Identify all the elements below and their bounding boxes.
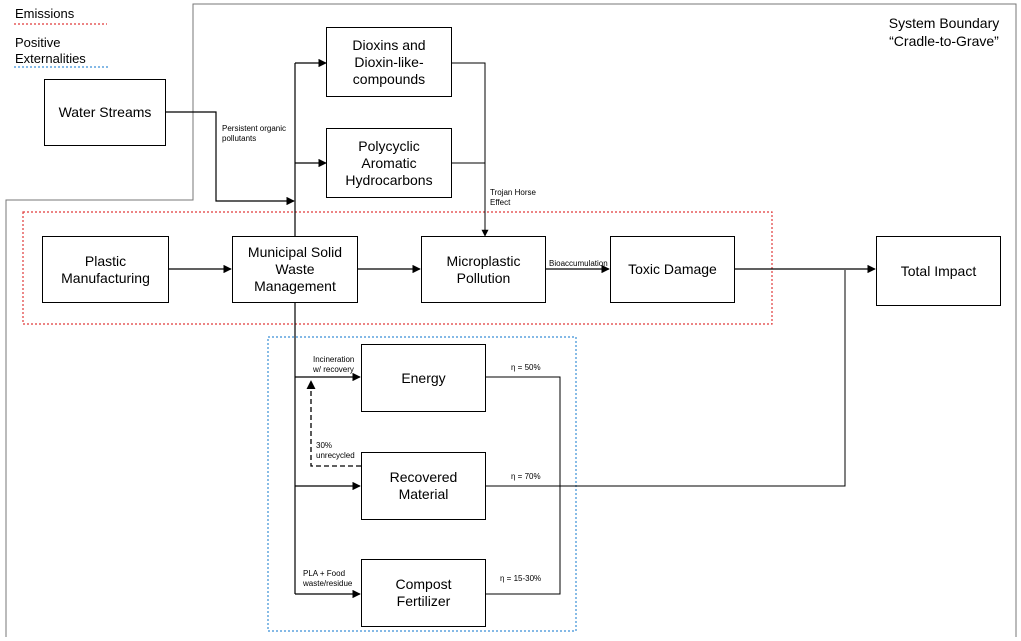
pla-food-label: PLA + Food waste/residue — [303, 569, 353, 588]
plastic-manufacturing-label: Plastic Manufacturing — [61, 252, 150, 286]
emissions-legend-label: Emissions — [15, 6, 75, 21]
dioxins-label: Dioxins and Dioxin-like- compounds — [352, 36, 426, 87]
unrecycled-loop-arrow — [306, 380, 361, 467]
msw-management-box: Municipal Solid Waste Management — [232, 236, 358, 303]
recovered-to-total-line — [486, 270, 846, 487]
eta-material-label: η = 70% — [511, 472, 541, 481]
recovered-material-box: Recovered Material — [361, 452, 486, 520]
pah-box: Polycyclic Aromatic Hydrocarbons — [326, 128, 452, 198]
emissions-region — [22, 211, 773, 325]
water-to-trunk-arrow — [166, 111, 295, 206]
persistent-pollutants-label: Persistent organic pollutants — [222, 124, 287, 143]
compost-fertilizer-label: Compost Fertilizer — [395, 576, 452, 609]
pah-label: Polycyclic Aromatic Hydrocarbons — [345, 137, 433, 188]
water-streams-label: Water Streams — [58, 104, 152, 120]
eta-compost-label: η = 15-30% — [500, 574, 542, 583]
msw-management-label: Municipal Solid Waste Management — [247, 244, 343, 294]
microplastic-pollution-label: Microplastic Pollution — [446, 252, 521, 286]
trojan-horse-label: Trojan Horse Effect — [490, 188, 536, 207]
system-boundary-label: System Boundary “Cradle-to-Grave” — [888, 15, 1000, 49]
total-impact-box: Total Impact — [876, 236, 1001, 306]
compost-fertilizer-box: Compost Fertilizer — [361, 559, 486, 627]
bioaccumulation-label: Bioaccumulation — [549, 259, 608, 268]
plastic-manufacturing-box: Plastic Manufacturing — [42, 236, 169, 303]
toxic-damage-box: Toxic Damage — [610, 236, 735, 303]
positive-externalities-legend-label: Positive Externalities — [15, 35, 86, 66]
dioxins-box: Dioxins and Dioxin-like- compounds — [326, 27, 452, 97]
toxic-damage-label: Toxic Damage — [628, 261, 717, 277]
system-boundary-outline — [5, 3, 1017, 637]
pah-to-microplastic-arrow — [452, 162, 489, 237]
water-streams-box: Water Streams — [44, 79, 166, 146]
recovered-material-label: Recovered Material — [389, 469, 458, 502]
energy-box: Energy — [361, 344, 486, 412]
eta-energy-label: η = 50% — [511, 363, 541, 372]
total-impact-label: Total Impact — [900, 262, 977, 279]
positive-externalities-region — [267, 336, 577, 632]
incineration-label: Incineration w/ recovery — [313, 355, 355, 374]
energy-label: Energy — [401, 369, 446, 386]
unrecycled-label: 30% unrecycled — [316, 441, 355, 460]
dioxins-to-microplastic-line — [452, 62, 486, 232]
microplastic-pollution-box: Microplastic Pollution — [421, 236, 546, 303]
